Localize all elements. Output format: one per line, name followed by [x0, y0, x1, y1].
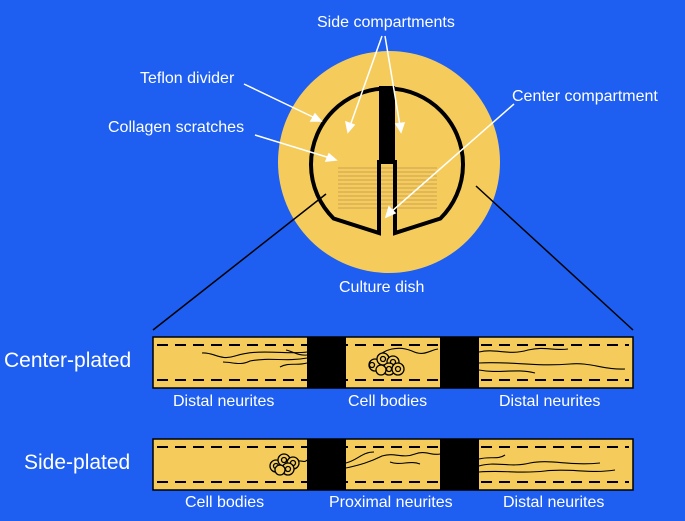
barrier-left — [307, 337, 346, 388]
zoom-line-right — [475, 185, 634, 331]
collagen-scratches-label: Collagen scratches — [108, 119, 245, 136]
barrier-left — [307, 439, 346, 490]
center-compartment-label: Center compartment — [512, 88, 658, 105]
section-label: Cell bodies — [348, 393, 428, 410]
center-plated-strip — [152, 336, 634, 389]
section-label: Distal neurites — [499, 393, 601, 410]
section-label: Distal neurites — [503, 494, 605, 511]
neurites — [201, 347, 626, 374]
culture-dish-label: Culture dish — [339, 279, 425, 296]
side-plated-label: Side-plated — [24, 451, 131, 474]
side-compartments-label: Side compartments — [317, 14, 455, 31]
teflon-wall — [379, 86, 395, 160]
cell-bodies-cluster — [269, 453, 300, 476]
teflon-divider — [309, 86, 465, 236]
zoom-line-left — [152, 193, 327, 331]
section-label: Proximal neurites — [329, 494, 453, 511]
neurites — [295, 451, 616, 473]
section-label: Cell bodies — [185, 494, 265, 511]
cell-bodies-cluster — [368, 352, 405, 376]
barrier-right — [440, 439, 479, 490]
collagen-scratches — [338, 167, 437, 209]
teflon-divider-label: Teflon divider — [140, 70, 235, 87]
barrier-right — [440, 337, 479, 388]
section-label: Distal neurites — [173, 393, 275, 410]
side-plated-strip — [152, 438, 634, 491]
label-arrows — [243, 35, 515, 219]
center-plated-label: Center-plated — [4, 349, 132, 372]
